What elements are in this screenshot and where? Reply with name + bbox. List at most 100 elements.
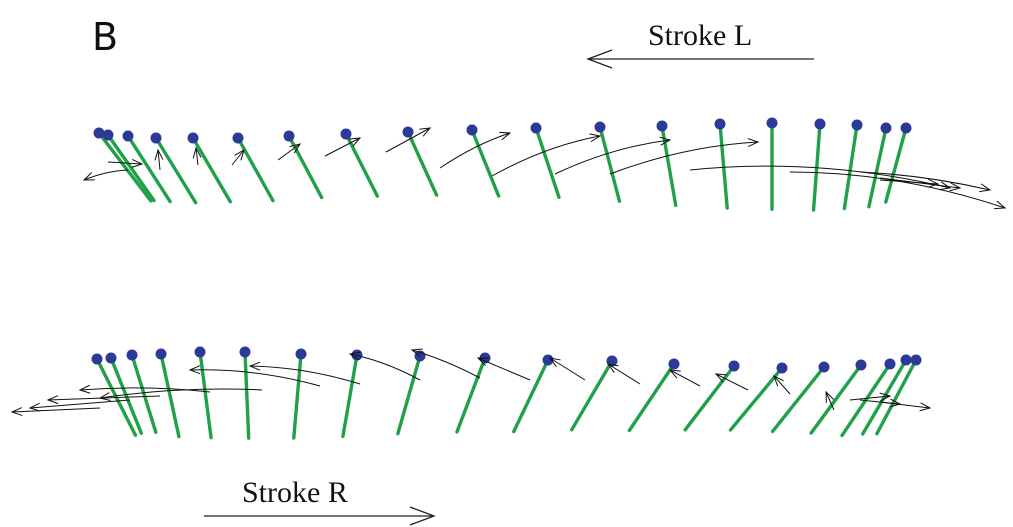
top-segment	[656, 120, 678, 208]
joint-dot	[102, 129, 114, 141]
joint-dot	[150, 132, 162, 144]
bottom-segment	[840, 358, 896, 438]
bar-segment	[570, 359, 614, 432]
joint-dot	[728, 360, 740, 372]
bar-segment	[534, 126, 561, 199]
joint-dot	[122, 130, 134, 142]
force-vector	[348, 351, 421, 381]
joint-dot	[402, 126, 414, 138]
bar-segment	[875, 358, 918, 436]
bottom-segment	[396, 350, 426, 436]
bar-segment	[154, 136, 198, 205]
bottom-segment	[683, 360, 740, 432]
bar-segment	[842, 123, 859, 211]
bar-segment	[718, 122, 729, 210]
top-stroke-sequence	[82, 117, 1007, 212]
bottom-segment	[239, 346, 251, 440]
force-vector	[277, 143, 302, 161]
top-segment	[340, 128, 380, 198]
force-vector	[10, 407, 101, 417]
joint-dot	[880, 122, 892, 134]
joint-dot	[295, 348, 307, 360]
joint-dot	[818, 361, 830, 373]
joint-dot	[232, 132, 244, 144]
joint-dot	[466, 124, 478, 136]
force-vector	[879, 401, 932, 412]
joint-dot	[93, 127, 105, 139]
bottom-segment	[627, 358, 680, 433]
force-vector	[188, 365, 321, 387]
force-vector	[609, 138, 760, 175]
bar-segment	[728, 366, 784, 432]
force-vector	[248, 361, 361, 385]
bar-segment	[840, 362, 892, 438]
top-segment	[530, 122, 561, 199]
top-segment	[187, 132, 232, 204]
bottom-segment	[570, 355, 618, 432]
bar-segment	[243, 350, 251, 440]
top-segment	[102, 129, 156, 203]
stroke-r-arrow	[204, 506, 436, 526]
joint-dot	[668, 358, 680, 370]
joint-dot	[239, 346, 251, 358]
bar-segment	[198, 350, 213, 440]
bar-segment	[106, 133, 156, 203]
bottom-segment	[809, 359, 867, 435]
bottom-segment	[155, 348, 181, 439]
bar-segment	[406, 130, 439, 197]
joint-dot	[542, 354, 554, 366]
top-segment	[93, 127, 153, 203]
bar-segment	[344, 132, 380, 198]
bottom-segment	[728, 362, 788, 432]
panel-label: B	[92, 15, 118, 59]
top-segment	[283, 130, 324, 200]
bar-segment	[811, 122, 822, 212]
joint-dot	[814, 118, 826, 130]
force-vector	[554, 136, 672, 175]
joint-dot	[187, 132, 199, 144]
force-vector	[324, 137, 362, 157]
force-vector	[859, 171, 992, 193]
force-vector	[668, 369, 701, 387]
joint-dot	[766, 117, 778, 129]
force-vector	[28, 399, 131, 412]
bar-segment	[130, 353, 158, 434]
bar-segment	[109, 356, 144, 435]
bottom-segment	[292, 348, 307, 440]
bottom-segment	[194, 346, 213, 440]
bar-segment	[660, 124, 678, 208]
top-segment	[594, 121, 622, 203]
joint-dot	[340, 128, 352, 140]
force-vector	[192, 146, 202, 166]
top-segment	[842, 119, 863, 211]
stroke-l-arrow	[586, 49, 814, 69]
stroke-l-label: Stroke L	[648, 19, 752, 52]
force-vector	[825, 390, 835, 411]
top-segment	[402, 126, 439, 197]
bottom-segment	[875, 354, 922, 436]
bottom-segment	[126, 349, 158, 434]
top-segment	[867, 122, 892, 209]
top-segment	[714, 118, 729, 210]
bar-segment	[341, 353, 359, 438]
bottom-segment	[105, 352, 144, 435]
bar-segment	[236, 136, 275, 203]
top-segment	[232, 132, 275, 203]
top-segment	[150, 132, 198, 205]
bar-segment	[809, 363, 863, 435]
force-vector	[439, 131, 512, 169]
joint-dot	[776, 362, 788, 374]
bar-segment	[396, 354, 422, 436]
bar-segment	[292, 352, 303, 440]
force-vector	[476, 357, 531, 381]
bar-segment	[598, 125, 622, 203]
force-vector	[78, 384, 211, 394]
bar-segment	[97, 131, 153, 203]
force-vector	[154, 148, 164, 171]
joint-dot	[656, 120, 668, 132]
joint-dot	[900, 122, 912, 134]
force-vector	[98, 388, 263, 401]
joint-dot	[855, 359, 867, 371]
bottom-stroke-sequence	[10, 346, 932, 440]
force-vector	[107, 158, 144, 168]
